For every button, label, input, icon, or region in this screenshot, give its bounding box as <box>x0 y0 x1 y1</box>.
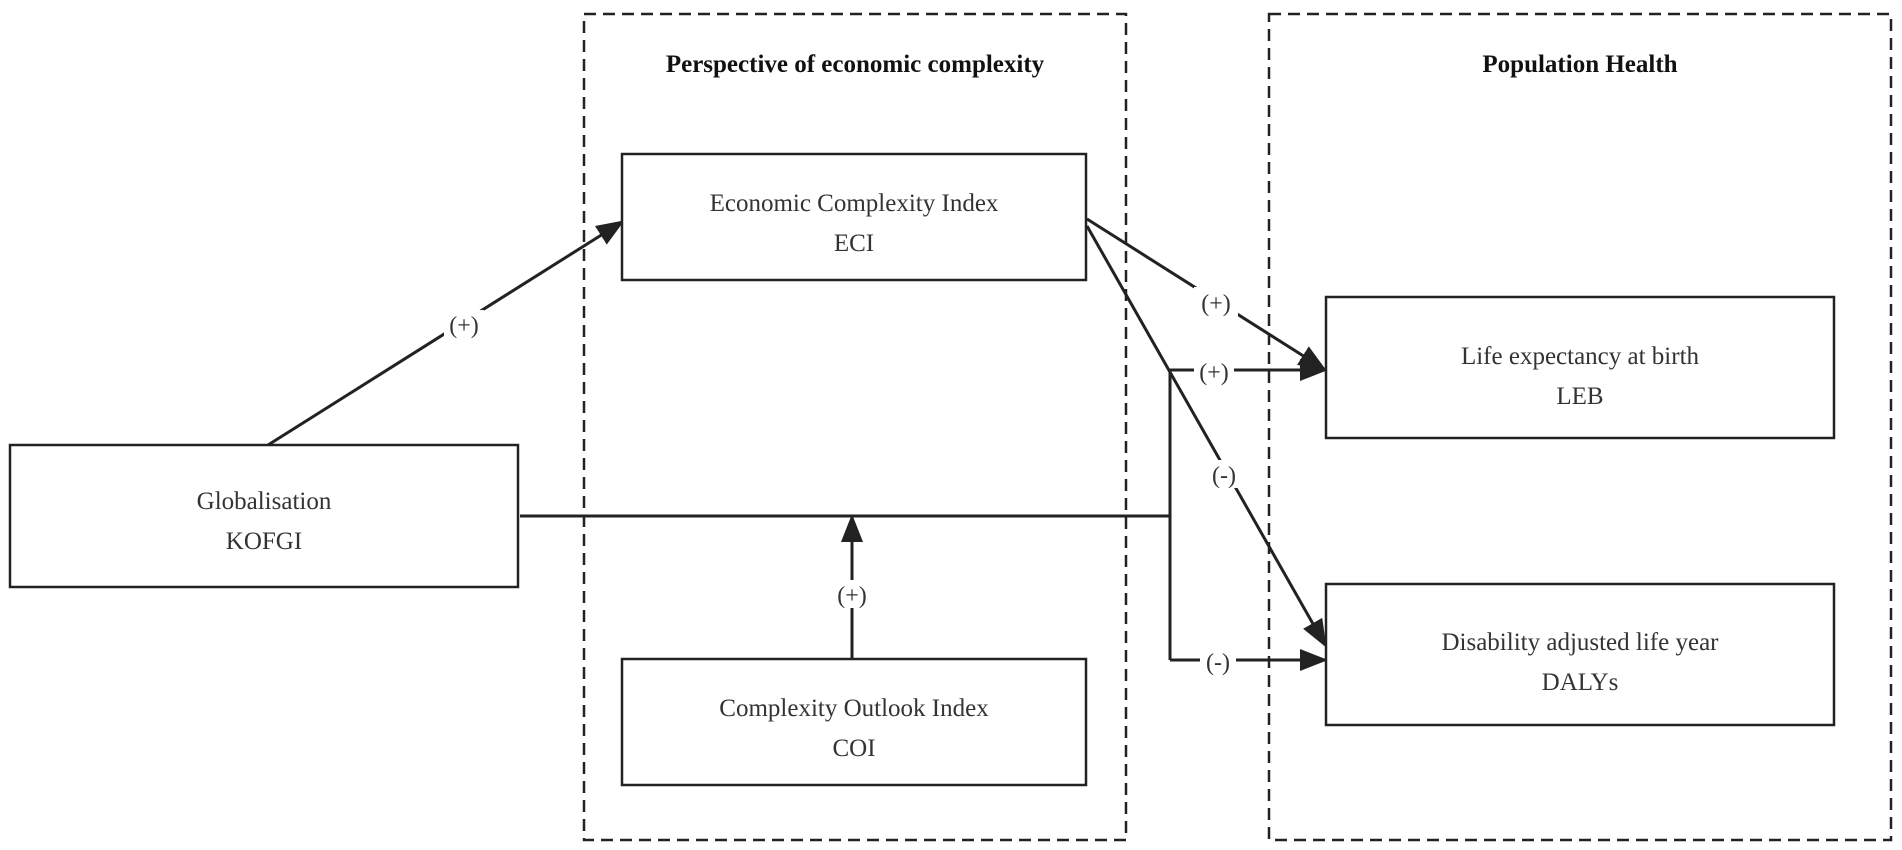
edge-label-kofgi-leb-text: (+) <box>1199 360 1229 386</box>
edge-label-kofgi-eci-bg <box>444 310 484 338</box>
node-dalys-abbrev: DALYs <box>1542 669 1619 696</box>
node-globalisation-abbrev: KOFGI <box>226 528 302 555</box>
node-leb: Life expectancy at birth LEB <box>1324 295 1836 440</box>
group-population-health-title: Population Health <box>1482 51 1677 78</box>
edge-label-coi-moderation-bg <box>832 580 872 608</box>
node-coi-box <box>620 657 1088 787</box>
node-leb-name: Life expectancy at birth <box>1461 343 1700 370</box>
group-economic-complexity-border <box>582 12 1128 842</box>
edge-label-coi-moderation-text: (+) <box>837 583 867 609</box>
node-leb-box <box>1324 295 1836 440</box>
edge-label-kofgi-dalys-text: (-) <box>1206 650 1230 676</box>
edge-label-eci-leb-bg <box>1194 287 1238 317</box>
edge-label-eci-dalys: (-) <box>1206 460 1242 489</box>
node-globalisation: Globalisation KOFGI <box>8 443 520 589</box>
edge-label-coi-moderation: (+) <box>832 580 872 609</box>
group-economic-complexity: Perspective of economic complexity <box>582 12 1128 842</box>
node-coi-name: Complexity Outlook Index <box>719 695 989 722</box>
group-population-health-border <box>1267 12 1893 842</box>
node-coi: Complexity Outlook Index COI <box>620 657 1088 787</box>
node-dalys: Disability adjusted life year DALYs <box>1324 582 1836 727</box>
edge-label-eci-leb-text: (+) <box>1201 291 1231 317</box>
edge-label-kofgi-dalys-bg <box>1200 647 1236 675</box>
edge-label-eci-dalys-text: (-) <box>1212 463 1236 489</box>
node-dalys-box <box>1324 582 1836 727</box>
group-population-health: Population Health <box>1267 12 1893 842</box>
edge-label-kofgi-eci: (+) <box>444 310 484 339</box>
edge-label-eci-leb: (+) <box>1194 287 1238 317</box>
node-eci-box <box>620 152 1088 282</box>
node-globalisation-name: Globalisation <box>197 488 332 515</box>
edge-label-eci-dalys-bg <box>1206 460 1242 488</box>
edge-label-kofgi-dalys: (-) <box>1200 647 1236 676</box>
node-eci-abbrev: ECI <box>834 230 874 257</box>
group-economic-complexity-title: Perspective of economic complexity <box>666 51 1045 78</box>
edge-label-kofgi-eci-text: (+) <box>449 313 479 339</box>
node-leb-abbrev: LEB <box>1556 383 1603 410</box>
node-dalys-name: Disability adjusted life year <box>1441 629 1719 656</box>
node-eci: Economic Complexity Index ECI <box>620 152 1088 282</box>
node-globalisation-box <box>8 443 520 589</box>
node-coi-abbrev: COI <box>832 735 875 762</box>
node-eci-name: Economic Complexity Index <box>710 190 999 217</box>
edge-label-kofgi-leb-bg <box>1194 357 1234 385</box>
edge-eci-to-dalys <box>1085 225 1327 648</box>
edge-label-kofgi-leb: (+) <box>1194 357 1234 386</box>
